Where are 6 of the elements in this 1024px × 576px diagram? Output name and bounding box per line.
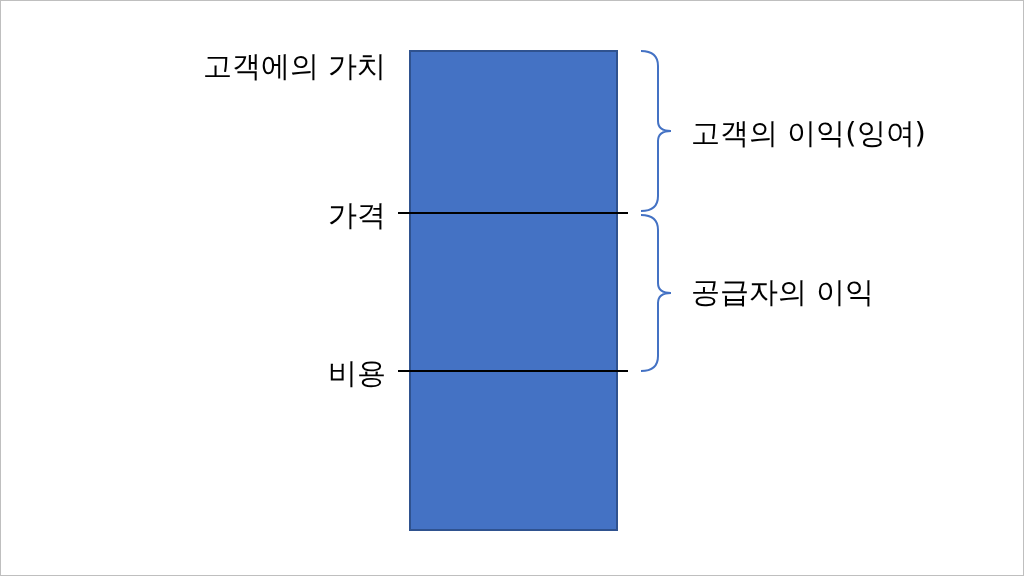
level-label: 비용 xyxy=(328,355,386,391)
value-bar xyxy=(409,50,618,531)
brace-label: 공급자의 이익 xyxy=(691,274,875,310)
level-label: 고객에의 가치 xyxy=(202,48,386,84)
brace-label: 고객의 이익(잉여) xyxy=(691,115,926,151)
level-label: 가격 xyxy=(328,197,386,233)
